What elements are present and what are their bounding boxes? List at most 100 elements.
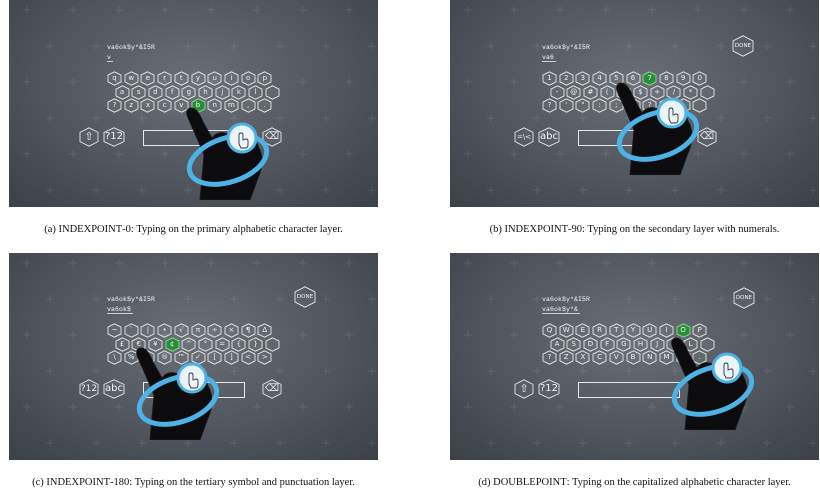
key-1-4[interactable]: G <box>616 336 631 352</box>
key-1-3[interactable]: ( <box>600 84 615 100</box>
key-1-3[interactable]: F <box>600 336 615 352</box>
key-2-0[interactable]: \ <box>107 350 122 365</box>
key-1-9[interactable] <box>265 336 280 352</box>
key-0-1[interactable]: ` <box>124 323 139 338</box>
key-1-4[interactable]: g <box>181 84 196 100</box>
key-2-9[interactable]: > <box>257 350 272 365</box>
key-2-3[interactable]: C <box>592 350 607 365</box>
key-1-0[interactable]: - <box>550 84 565 100</box>
key-2-1[interactable]: Z <box>559 350 574 365</box>
key-0-4[interactable]: T <box>609 323 624 338</box>
key-0-0[interactable]: 1 <box>542 71 557 86</box>
key-1-5[interactable]: $ <box>633 84 648 100</box>
key-0-3[interactable]: 4 <box>592 71 607 86</box>
key-0-7[interactable]: 8 <box>659 71 674 86</box>
key-0-0[interactable]: ~ <box>107 323 122 338</box>
key-0-5[interactable]: y <box>191 71 206 86</box>
key-0-9[interactable]: Δ <box>257 323 272 338</box>
key-0-2[interactable]: E <box>575 323 590 338</box>
numbers-toggle-button[interactable]: ?12 <box>79 379 99 399</box>
done-button[interactable]: DONE <box>732 35 754 57</box>
key-2-3[interactable]: c <box>157 98 172 113</box>
key-1-4[interactable]: ^ <box>181 336 196 352</box>
key-0-8[interactable]: o <box>241 71 256 86</box>
key-0-8[interactable]: ¶ <box>241 323 256 338</box>
key-2-3[interactable]: ® <box>157 350 172 365</box>
key-2-5[interactable]: B <box>626 350 641 365</box>
key-1-6[interactable]: j <box>215 84 230 100</box>
key-1-2[interactable]: ¥ <box>148 336 163 352</box>
key-0-3[interactable]: • <box>157 323 172 338</box>
key-2-7[interactable]: ] <box>224 350 239 365</box>
key-0-3[interactable]: r <box>157 71 172 86</box>
key-1-6[interactable]: = <box>215 336 230 352</box>
backspace-button[interactable]: ⌫ <box>262 379 282 399</box>
key-0-7[interactable]: I <box>659 323 674 338</box>
key-0-2[interactable]: | <box>140 323 155 338</box>
key-1-3[interactable]: f <box>165 84 180 100</box>
key-1-0[interactable]: a <box>115 84 130 100</box>
key-2-8[interactable]: , <box>241 98 256 113</box>
key-0-8[interactable]: O <box>676 323 691 338</box>
key-0-5[interactable]: Y <box>626 323 641 338</box>
key-2-1[interactable]: ' <box>559 98 574 113</box>
key-0-6[interactable]: U <box>642 323 657 338</box>
key-0-1[interactable]: w <box>124 71 139 86</box>
key-1-2[interactable]: D <box>583 336 598 352</box>
shift-button[interactable]: ⇧ <box>514 379 534 399</box>
key-0-4[interactable]: 5 <box>609 71 624 86</box>
key-0-6[interactable]: ÷ <box>207 323 222 338</box>
key-0-4[interactable]: t <box>174 71 189 86</box>
done-button[interactable]: DONE <box>294 286 316 308</box>
key-0-5[interactable]: π <box>191 323 206 338</box>
key-1-2[interactable]: d <box>148 84 163 100</box>
key-1-6[interactable]: + <box>650 84 665 100</box>
layer-toggle-button[interactable]: ?12 <box>103 127 125 147</box>
key-0-4[interactable]: √ <box>174 323 189 338</box>
key-0-2[interactable]: e <box>140 71 155 86</box>
key-0-7[interactable]: i <box>224 71 239 86</box>
key-2-6[interactable]: [ <box>207 350 222 365</box>
key-2-0[interactable]: ? <box>542 98 557 113</box>
key-0-3[interactable]: R <box>592 323 607 338</box>
key-2-7[interactable]: M <box>659 350 674 365</box>
key-0-6[interactable]: 7 <box>642 71 657 86</box>
key-2-6[interactable]: n <box>207 98 222 113</box>
key-1-3[interactable]: ¢ <box>165 336 180 352</box>
key-2-0[interactable]: ? <box>107 98 122 113</box>
key-2-9[interactable] <box>692 98 707 113</box>
key-2-6[interactable]: N <box>642 350 657 365</box>
key-2-9[interactable]: . <box>257 98 272 113</box>
key-1-8[interactable]: l <box>248 84 263 100</box>
key-0-0[interactable]: Q <box>542 323 557 338</box>
key-0-7[interactable]: × <box>224 323 239 338</box>
key-0-9[interactable]: P <box>692 323 707 338</box>
key-1-0[interactable]: A <box>550 336 565 352</box>
key-2-9[interactable]: . <box>692 350 707 365</box>
key-1-1[interactable]: s <box>131 84 146 100</box>
key-2-2[interactable]: " <box>575 98 590 113</box>
symbols-toggle-button[interactable]: =\< <box>514 127 534 147</box>
shift-button[interactable]: ⇧ <box>79 127 99 147</box>
key-1-8[interactable]: * <box>683 84 698 100</box>
key-0-2[interactable]: 3 <box>575 71 590 86</box>
key-0-5[interactable]: 6 <box>626 71 641 86</box>
key-0-8[interactable]: 9 <box>676 71 691 86</box>
key-0-9[interactable]: p <box>257 71 272 86</box>
key-1-6[interactable]: J <box>650 336 665 352</box>
key-1-8[interactable]: } <box>248 336 263 352</box>
key-1-7[interactable]: { <box>231 336 246 352</box>
layer-toggle-button[interactable]: abc <box>103 379 125 399</box>
key-1-9[interactable] <box>700 336 715 352</box>
key-1-9[interactable] <box>700 84 715 100</box>
key-1-9[interactable] <box>265 84 280 100</box>
layer-toggle-button[interactable]: abc <box>538 127 560 147</box>
key-0-1[interactable]: W <box>559 323 574 338</box>
key-2-4[interactable]: ™ <box>174 350 189 365</box>
key-1-2[interactable]: # <box>583 84 598 100</box>
done-button[interactable]: DONE <box>733 287 755 309</box>
key-0-6[interactable]: u <box>207 71 222 86</box>
key-1-5[interactable]: ° <box>198 336 213 352</box>
key-1-8[interactable]: L <box>683 336 698 352</box>
key-1-5[interactable]: h <box>198 84 213 100</box>
